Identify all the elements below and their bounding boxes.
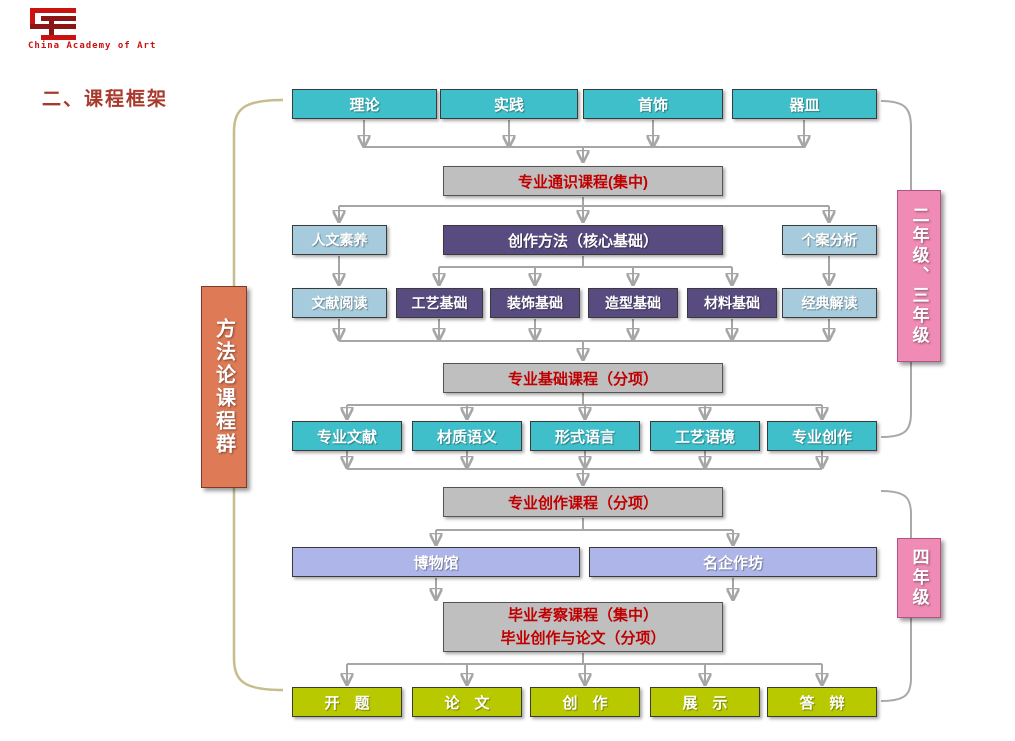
page-title: 二、课程框架 [42,89,169,110]
node-classic-reading: 经典解读 [782,288,877,318]
caa-logo-mark [30,8,76,40]
node-pro-literature: 专业文献 [292,421,402,451]
node-craft-basics: 工艺基础 [396,288,483,318]
node-exhibit: 展 示 [650,687,760,717]
node-pro-creation: 专业创作 [767,421,877,451]
node-craft-context: 工艺语境 [650,421,760,451]
node-material-semantics: 材质语义 [412,421,522,451]
node-proposal: 开 题 [292,687,402,717]
node-humanities: 人文素养 [292,225,387,255]
label-grade-4: 四年级 [897,538,941,618]
node-literature-reading: 文献阅读 [292,288,387,318]
stage-graduation-course: 毕业考察课程（集中） 毕业创作与论文（分项） [443,602,723,652]
node-jewelry: 首饰 [583,89,723,119]
node-case-analysis: 个案分析 [782,225,877,255]
label-grade-2-3: 二年级、三年级 [897,190,941,362]
stage-basic-course: 专业基础课程（分项） [443,363,723,393]
stage-graduation-line1: 毕业考察课程（集中） [507,607,658,624]
node-thesis: 论 文 [412,687,522,717]
node-workshop: 名企作坊 [589,547,877,577]
node-vessel: 器皿 [732,89,877,119]
node-theory: 理论 [292,89,437,119]
caa-logo [30,8,86,45]
node-material-basics: 材料基础 [687,288,777,318]
logo-caption: China Academy of Art [28,41,157,51]
stage-graduation-line2: 毕业创作与论文（分项） [500,630,666,647]
node-core-method: 创作方法（核心基础） [443,225,723,255]
node-creation: 创 作 [530,687,640,717]
label-methodology-course-group: 方法论课程群 [201,286,247,488]
node-decoration-basics: 装饰基础 [490,288,580,318]
node-form-language: 形式语言 [530,421,640,451]
node-museum: 博物馆 [292,547,580,577]
node-modeling-basics: 造型基础 [588,288,678,318]
stage-creation-course: 专业创作课程（分项） [443,487,723,517]
node-defense: 答 辩 [767,687,877,717]
node-practice: 实践 [440,89,578,119]
stage-general-course: 专业通识课程(集中) [443,166,723,196]
